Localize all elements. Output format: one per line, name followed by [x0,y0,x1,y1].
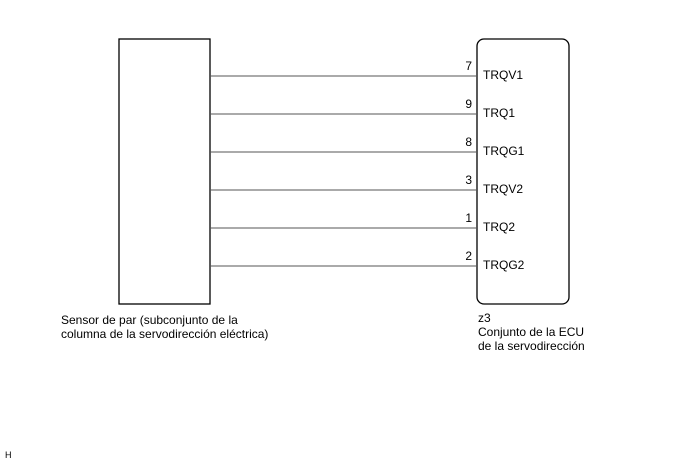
pin-signal-name: TRQV2 [483,182,524,196]
wire-lines [210,75,477,267]
pin-number: 2 [465,249,472,263]
ecu-label-line1: Conjunto de la ECU [478,325,585,339]
sensor-box [118,38,211,305]
pin-number: 7 [465,59,472,73]
ecu-label-line2: de la servodirección [478,339,585,353]
pin-signal-name: TRQ2 [483,220,516,234]
sensor-label-line1: Sensor de par (subconjunto de la [61,313,238,327]
pin-signal-name: TRQG1 [483,144,525,158]
pin-number: 1 [465,211,472,225]
ecu-box [476,38,570,305]
pin-number: 8 [465,135,472,149]
figure-code: H [5,450,12,460]
sensor-label-line2: columna de la servodirección eléctrica) [61,327,269,341]
ecu-connector-code: z3 [478,311,491,325]
pin-signal-name: TRQ1 [483,106,516,120]
pin-number: 9 [465,97,472,111]
pin-number: 3 [465,173,472,187]
pin-signal-name: TRQV1 [483,68,524,82]
pin-signal-name: TRQG2 [483,258,525,272]
